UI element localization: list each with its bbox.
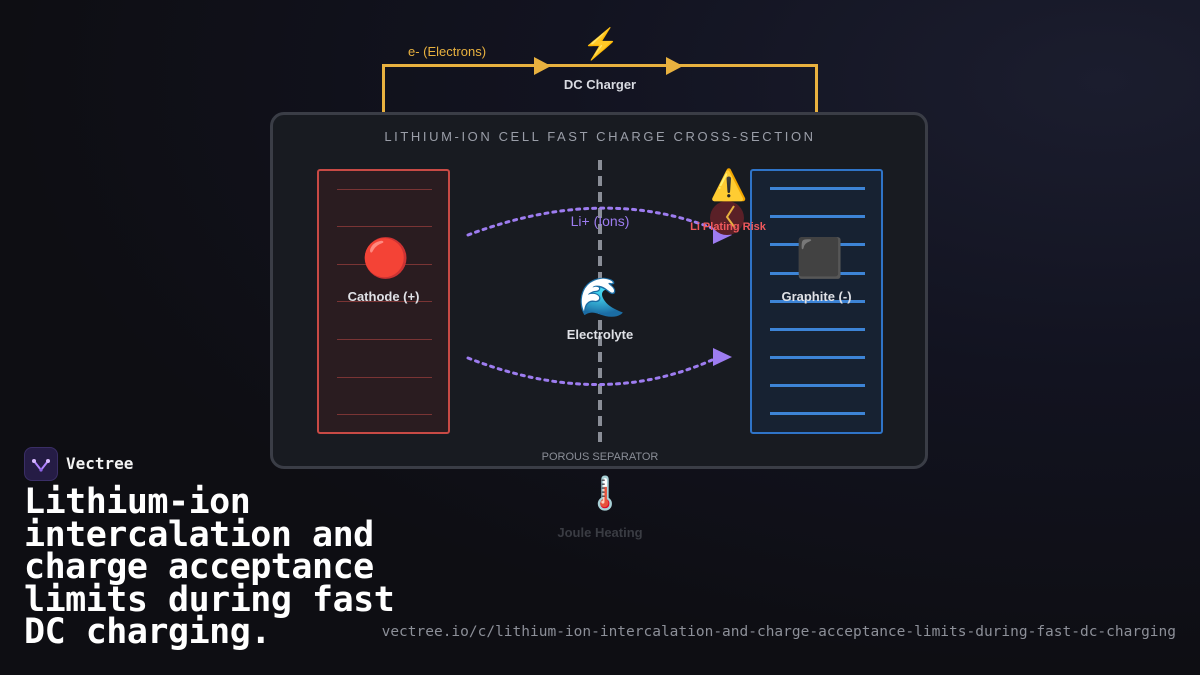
graphite-layer <box>770 215 865 218</box>
page-headline: Lithium-ion intercalation and charge acc… <box>24 482 395 652</box>
cathode-layer <box>337 301 432 302</box>
ion-path-upper <box>466 206 714 237</box>
lightning-bolt-icon: ⚡ <box>582 28 620 61</box>
thermometer-icon: 🌡️ <box>585 475 625 511</box>
graphite-layer <box>770 243 865 246</box>
graphite-label: Graphite (-) <box>781 289 852 304</box>
warning-icon: ⚠️ <box>710 169 748 202</box>
electron-flow-arrow-left <box>534 57 551 75</box>
black-square-icon: ⬛ <box>796 238 844 280</box>
cathode-electrode <box>317 169 450 434</box>
electron-flow-arrow-right <box>666 57 683 75</box>
cathode-layer <box>337 414 432 415</box>
brand-name: Vectree <box>66 454 134 473</box>
electrolyte-label: Electrolyte <box>566 327 634 342</box>
cathode-layer <box>337 264 432 265</box>
cell-title: LITHIUM-ION CELL FAST CHARGE CROSS-SECTI… <box>384 129 816 144</box>
circuit-wire-top <box>382 64 818 67</box>
plating-risk-label: Li Plating Risk <box>690 221 766 233</box>
plating-crack <box>725 205 736 229</box>
ions-label: Li+ (Ions) <box>570 213 630 229</box>
red-circle-icon: 🔴 <box>362 238 410 280</box>
dc-charger-label: DC Charger <box>563 77 637 92</box>
graphite-layer <box>770 384 865 387</box>
ion-path-lower <box>466 356 714 386</box>
cathode-layer <box>337 339 432 340</box>
cathode-layer <box>337 377 432 378</box>
graphite-layer <box>770 412 865 415</box>
joule-heating-label: Joule Heating <box>557 525 643 540</box>
graphite-layer <box>770 328 865 331</box>
cathode-layer <box>337 189 432 190</box>
vectree-logo-icon <box>24 447 58 481</box>
wave-icon: 🌊 <box>578 277 626 319</box>
ion-arrow-lower <box>713 348 732 366</box>
source-url[interactable]: vectree.io/c/lithium-ion-intercalation-a… <box>381 624 1176 640</box>
separator-label: POROUS SEPARATOR <box>541 451 659 463</box>
cathode-label: Cathode (+) <box>347 289 420 304</box>
graphite-layer <box>770 187 865 190</box>
graphite-anode-electrode <box>750 169 883 434</box>
graphite-layer <box>770 300 865 303</box>
graphite-layer <box>770 356 865 359</box>
electrons-label: e- (Electrons) <box>408 44 487 59</box>
graphite-layer <box>770 272 865 275</box>
cathode-layer <box>337 226 432 227</box>
